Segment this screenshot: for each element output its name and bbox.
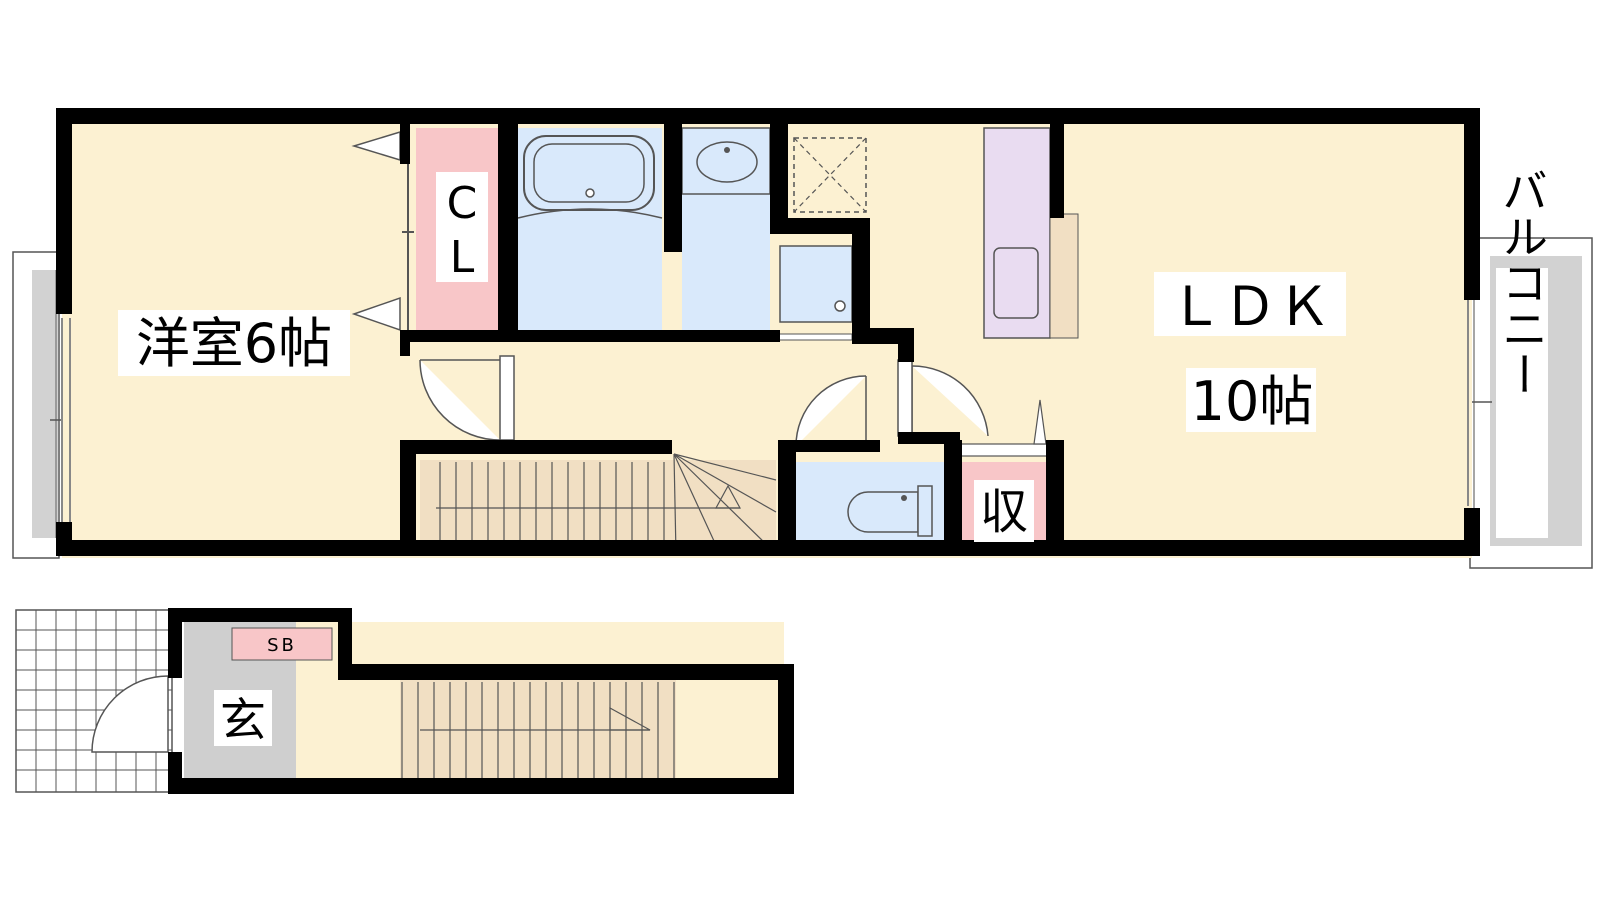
balcony-label: バルコニー [1495,167,1549,397]
shoe-box-label: SB [267,635,297,656]
entrance-label: 玄 [220,693,266,747]
western-room-label: 洋室6帖 [136,312,332,375]
lower-floor [15,608,794,794]
storage-label: 収 [980,484,1028,540]
upper-floor [56,108,1480,558]
left-balcony [12,251,80,559]
ldk-size-label: 10帖 [1191,370,1314,433]
closet-label-line2: L [450,232,475,283]
ldk-label: ＬＤＫ [1169,275,1331,338]
closet-label-line1: C [447,178,478,229]
